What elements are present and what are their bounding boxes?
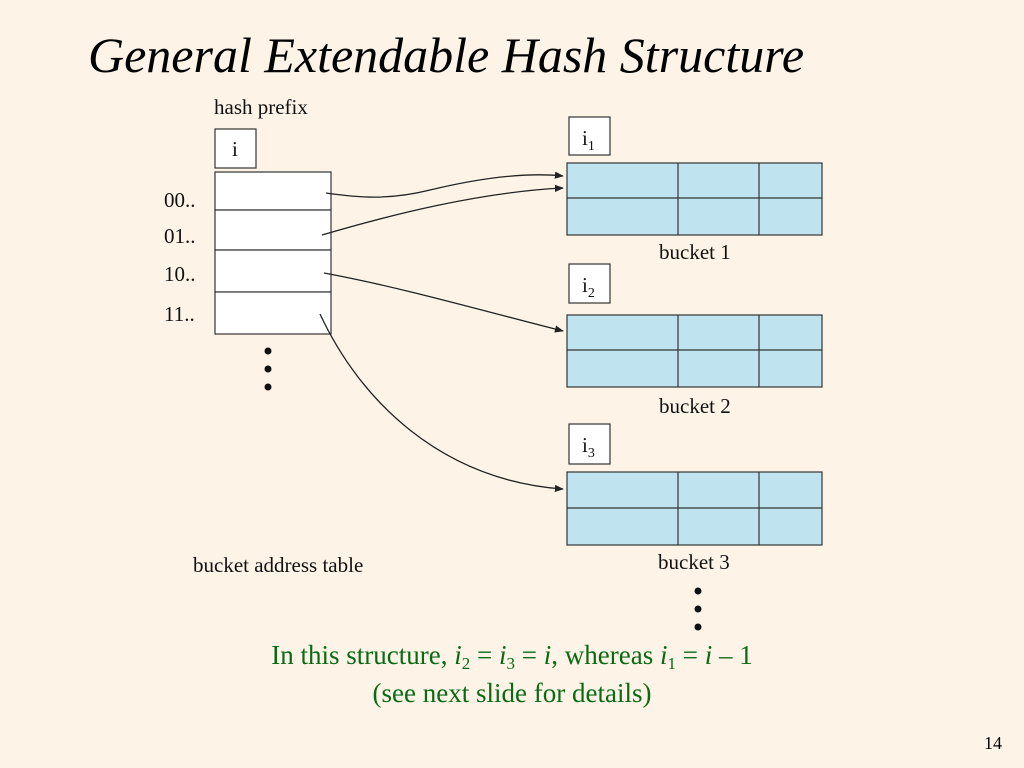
bucket-3-depth-box [568, 423, 611, 465]
global-depth-box [214, 128, 257, 169]
table-row-cell [214, 209, 332, 251]
caption: In this structure, i2 = i3 = i, whereas … [0, 636, 1024, 712]
bucket-1-depth-label: i1 [582, 126, 595, 154]
bucket-continuation-dots [694, 587, 702, 631]
bucket-2-depth-box [568, 263, 611, 304]
table-row-cell [214, 291, 332, 335]
bucket-2 [566, 314, 823, 388]
pointer-arrows [319, 171, 564, 492]
table-row-cell [214, 249, 332, 293]
bucket-2-depth-label: i2 [582, 273, 595, 301]
bucket-address-table-label: bucket address table [193, 553, 363, 577]
table-row-label: 11.. [164, 302, 195, 326]
bucket-3-label: bucket 3 [658, 550, 730, 574]
table-row-label: 00.. [164, 188, 196, 212]
table-row-label: 10.. [164, 262, 196, 286]
bucket-address-table [214, 171, 332, 335]
caption-line-1: In this structure, i2 = i3 = i, whereas … [271, 640, 753, 673]
arrow-00-to-bucket-1 [325, 171, 564, 198]
bucket-3-depth-label: i3 [582, 433, 595, 461]
global-depth-symbol: i [232, 137, 238, 161]
table-row-cell [214, 171, 332, 211]
arrow-01-to-bucket-1 [321, 184, 564, 236]
bucket-3 [566, 471, 823, 546]
bucket-1 [566, 162, 823, 236]
slide-title: General Extendable Hash Structure [88, 27, 805, 83]
bucket-1-depth-box [568, 116, 611, 156]
table-row-label: 01.. [164, 224, 196, 248]
arrow-10-to-bucket-2 [323, 272, 564, 333]
bucket-1-label: bucket 1 [659, 240, 731, 264]
bucket-2-label: bucket 2 [659, 394, 731, 418]
caption-line-2: (see next slide for details) [372, 678, 652, 708]
arrow-11-to-bucket-3 [319, 313, 564, 492]
table-continuation-dots [264, 347, 272, 391]
hash-prefix-label: hash prefix [214, 95, 308, 119]
page-number: 14 [984, 733, 1002, 753]
